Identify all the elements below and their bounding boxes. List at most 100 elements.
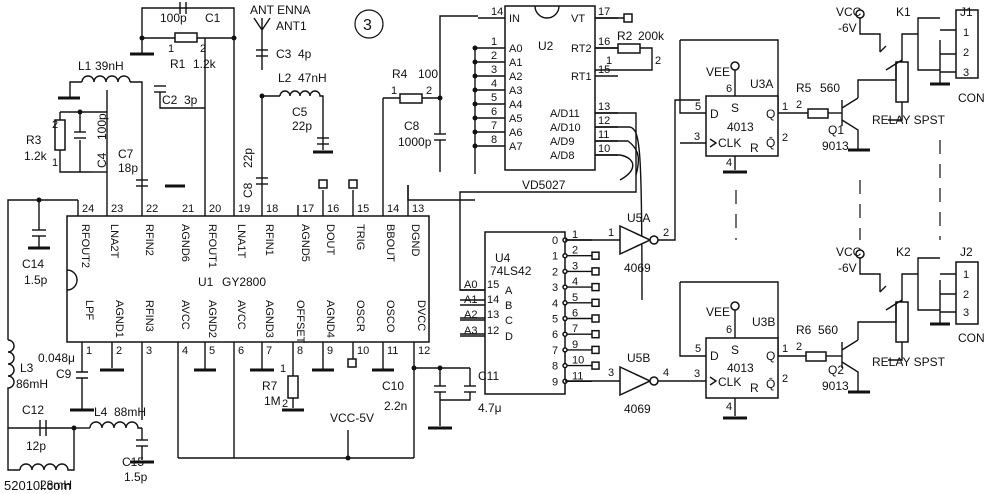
r4-value: 100 xyxy=(418,67,438,81)
u4-output-bubble xyxy=(562,347,568,353)
u2-pin-name: A0 xyxy=(509,43,522,55)
u1-pin-name: LNA2T xyxy=(108,224,120,259)
figure-number: 3 xyxy=(363,17,372,34)
u4-output-testpoint xyxy=(591,282,600,292)
u2-pin-name: VT xyxy=(571,13,585,25)
l2-value: 47nH xyxy=(298,71,327,85)
u2-pin-number: 5 xyxy=(491,92,497,104)
r4-c8-network xyxy=(383,15,478,201)
r2-ref: R2 xyxy=(617,29,633,43)
u2-pin-name: A/D10 xyxy=(550,122,581,134)
l4-value: 88mH xyxy=(114,405,146,419)
u4-output-pin: 7 xyxy=(572,323,578,335)
c4-value: 100p xyxy=(95,113,109,140)
u1-pin-name: RFOUT2 xyxy=(79,224,91,268)
l5-value: 28mH xyxy=(40,478,72,492)
u3a-clk: CLK xyxy=(718,136,741,150)
r7-pin2: 2 xyxy=(282,398,288,410)
u4-input-pin: 15 xyxy=(487,279,499,291)
l4-ref: L4 xyxy=(94,405,108,419)
u1-pin-name: AGND4 xyxy=(324,300,336,338)
u3a-q-pin: 1 xyxy=(782,101,788,113)
u1-pin-number: 23 xyxy=(111,203,123,215)
l3-ref: L3 xyxy=(20,361,34,375)
u2-pin-name: A1 xyxy=(509,57,522,69)
u3b-ref: U3B xyxy=(752,315,775,329)
u3a-flipflop xyxy=(679,39,842,174)
u1-pin-name: AGND6 xyxy=(179,224,191,262)
u4-output-name: 7 xyxy=(552,345,558,357)
u2-pin-name: A6 xyxy=(509,127,522,139)
u4-input-pin: 12 xyxy=(487,325,499,337)
u2-pin-name: A5 xyxy=(509,113,522,125)
relay1-ref: K1 xyxy=(896,5,911,19)
u3b-r: R xyxy=(750,381,759,395)
r6-pin2: 2 xyxy=(796,341,802,353)
u3a-vee: VEE xyxy=(706,65,730,79)
c14-value: 1.5p xyxy=(24,273,48,287)
vcc-5v-label: VCC-5V xyxy=(330,411,374,425)
u4-output-testpoint xyxy=(591,251,600,260)
r2-pin2: 2 xyxy=(655,55,661,67)
c15-value: 1.5p xyxy=(124,470,148,484)
u2-pin-number: 7 xyxy=(491,120,497,132)
u1-pin-name: AGND5 xyxy=(299,224,311,262)
u4-output-testpoint xyxy=(591,298,600,308)
u2-pin-name: RT1 xyxy=(571,71,592,83)
u1-pin-name: AVCC xyxy=(179,300,191,330)
relay2-ref: K2 xyxy=(896,245,911,259)
u4-ref: U4 xyxy=(495,251,511,265)
u1-pin-name: AGND1 xyxy=(113,300,125,338)
r5-value: 560 xyxy=(820,81,840,95)
u1-pin-name: TRIG xyxy=(354,224,366,250)
u1-pin-number: 5 xyxy=(209,345,215,357)
u1-pin-name: AGND2 xyxy=(206,300,218,338)
u4-output-pin: 9 xyxy=(572,339,578,351)
u1-pin-number: 14 xyxy=(387,203,399,215)
c9-ref: C9 xyxy=(56,367,72,381)
u5b-out-pin: 4 xyxy=(663,367,669,379)
r7-value: 1M xyxy=(264,394,281,408)
u1-pin-number: 18 xyxy=(266,203,278,215)
trig-testpoint xyxy=(348,179,358,189)
u2-pin-number: 16 xyxy=(598,36,610,48)
u1-pin-name: DVCC xyxy=(415,300,427,331)
r4-ref: R4 xyxy=(392,67,408,81)
r5-ref: R5 xyxy=(796,81,812,95)
relay1-conn-pin3: 3 xyxy=(963,67,969,79)
u5b-in-pin: 3 xyxy=(608,367,614,379)
u3b-flipflop xyxy=(679,281,842,420)
u4-output-bubble xyxy=(562,284,568,290)
r1-pin2: 2 xyxy=(200,43,206,55)
relay1-conn-ref: J1 xyxy=(960,5,973,19)
u4-output-bubble xyxy=(562,315,568,322)
u3b-vee-pin: 6 xyxy=(726,324,732,336)
r2-resistor xyxy=(595,13,653,71)
u1-pin-number: 12 xyxy=(418,345,430,357)
u4-part: 74LS42 xyxy=(490,264,532,278)
c11-ref: C11 xyxy=(478,369,499,383)
u1-pin-number: 16 xyxy=(327,203,339,215)
u1-pin-name: AVCC xyxy=(235,300,247,330)
u4-output-bubble xyxy=(562,362,568,369)
u2-pin-name: A3 xyxy=(509,85,522,97)
u3b-qbar: Q̄ xyxy=(766,377,775,391)
u3b-gnd-pin: 4 xyxy=(726,401,732,413)
u4-chip xyxy=(484,231,566,395)
r4-pin2: 2 xyxy=(426,85,432,97)
u1-chip xyxy=(66,215,430,343)
u1-pin-number: 9 xyxy=(327,345,333,357)
r1-ref: R1 xyxy=(170,57,186,71)
u2-chip xyxy=(504,5,596,171)
u4-input-name: B xyxy=(505,300,512,312)
c7-value: 18p xyxy=(118,161,138,175)
u4-output-testpoint xyxy=(591,314,600,323)
bottom-supply xyxy=(178,358,476,461)
u2-pin-number: 12 xyxy=(598,115,610,127)
antenna-section xyxy=(253,17,333,185)
u3b-q-pin: 1 xyxy=(782,343,788,355)
u3a-r: R xyxy=(750,141,759,155)
u3b-clk-pin: 3 xyxy=(694,368,700,380)
